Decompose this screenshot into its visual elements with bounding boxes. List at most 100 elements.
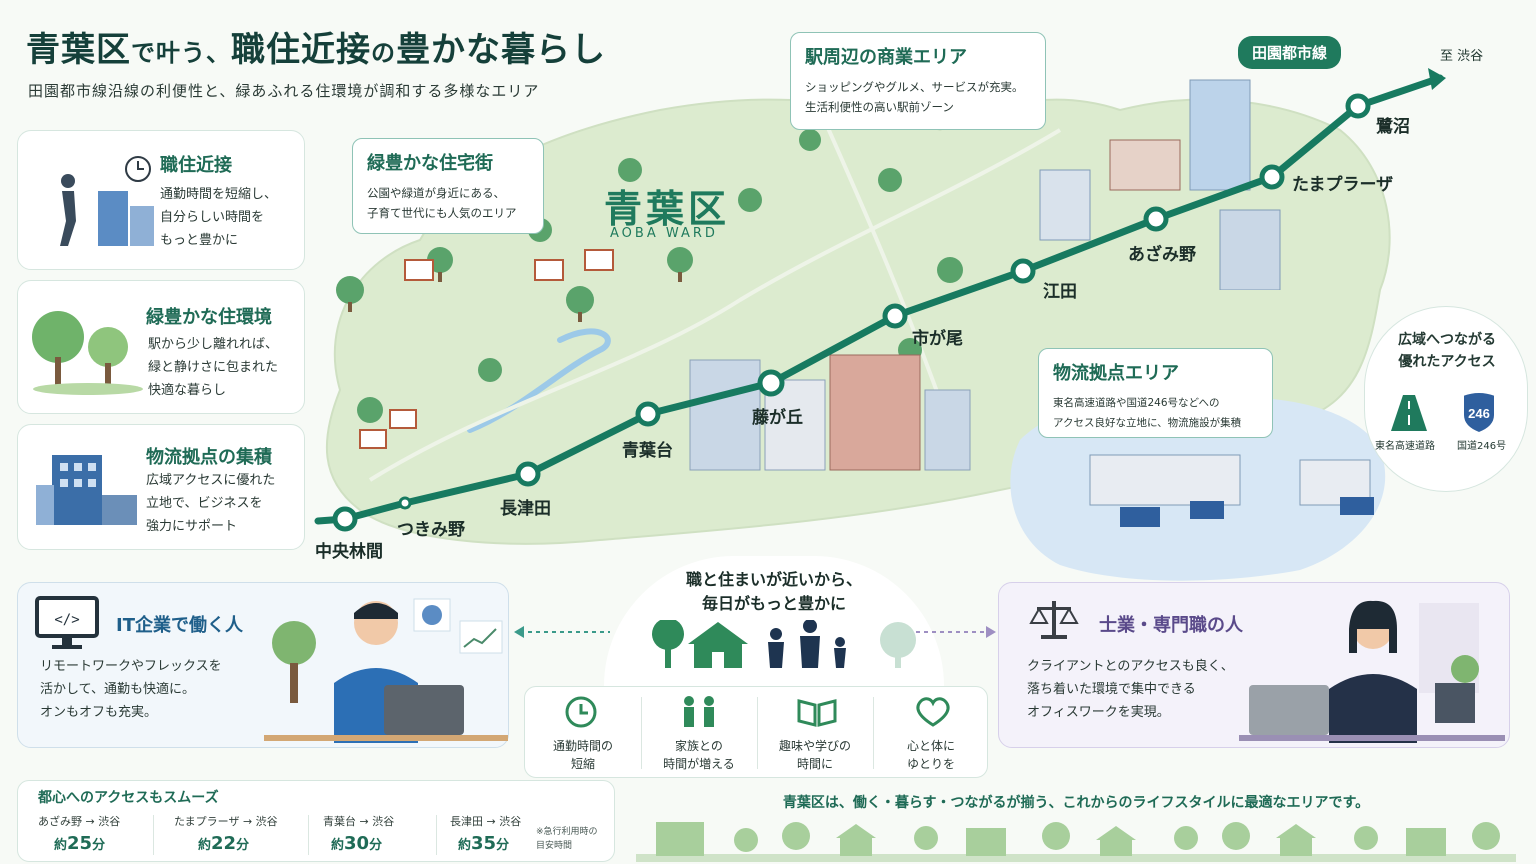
heart-icon xyxy=(916,697,950,727)
benefit-text: 短縮 xyxy=(570,757,595,771)
arrow-icon: → xyxy=(486,815,496,828)
feature-text: 緑と静けさに包まれた xyxy=(148,360,279,375)
feature-text: 立地で、ビジネスを xyxy=(146,496,263,511)
svg-text:246: 246 xyxy=(1468,406,1490,421)
callout-title: 緑豊かな住宅街 xyxy=(367,153,493,174)
station-marker xyxy=(1010,258,1036,284)
headline-line: 職と住まいが近いから、 xyxy=(685,570,862,589)
benefits-panel: 通勤時間の短縮 家族との時間が増える 趣味や学びの時間に 心と体にゆとりを xyxy=(524,686,988,778)
commute-minutes: 22 xyxy=(211,833,237,854)
callout-title: 物流拠点エリア xyxy=(1053,363,1179,384)
office-building-icon xyxy=(36,455,137,525)
arrow-icon: → xyxy=(85,815,95,828)
commute-minutes: 35 xyxy=(471,833,497,854)
trend-chart-icon xyxy=(463,628,497,648)
family-icon xyxy=(768,620,846,668)
callout-logistics: 物流拠点エリア 東名高速道路や国道246号などへの アクセス良好な立地に、物流施… xyxy=(1038,348,1273,438)
clock-icon xyxy=(565,696,597,728)
note-text: 目安時間 xyxy=(536,841,573,851)
tree-icon xyxy=(880,622,916,658)
commute-from: あざみ野 xyxy=(38,815,82,828)
feature-text: 広域アクセスに優れた xyxy=(146,473,276,488)
book-icon xyxy=(797,699,837,727)
station-marker xyxy=(1345,93,1371,119)
commute-cell: あざみ野 → 渋谷 約25分 xyxy=(38,813,158,854)
commute-cell: たまプラーザ → 渋谷 約22分 xyxy=(174,813,304,854)
persona-text: 活かして、通勤も快適に。 xyxy=(40,682,195,697)
feature-title: 緑豊かな住環境 xyxy=(146,307,272,328)
house-icon xyxy=(688,622,748,644)
feature-text: 通勤時間を短縮し、 xyxy=(160,187,278,202)
arrow-right-icon xyxy=(986,626,996,638)
title-keyword: 職住近接 xyxy=(231,30,371,70)
direction-arrow-icon xyxy=(1428,68,1446,90)
tree-cluster xyxy=(336,129,963,449)
note-text: ※急行利用時の xyxy=(536,827,598,837)
commute-panel: 都心へのアクセスもスムーズ あざみ野 → 渋谷 約25分 たまプラーザ → 渋谷… xyxy=(17,780,615,862)
arrow-icon: → xyxy=(242,815,253,828)
feature-card-work-life: 職住近接 通勤時間を短縮し、 自分らしい時間を もっと豊かに xyxy=(17,130,305,270)
code-monitor-icon: </> xyxy=(35,596,99,649)
callout-text: ショッピングやグルメ、サービスが充実。 xyxy=(805,80,1024,94)
station-label-tsukimino: つきみ野 xyxy=(397,520,465,540)
persona-text: リモートワークやフレックスを xyxy=(40,659,222,674)
commute-cell: 青葉台 → 渋谷 約30分 xyxy=(323,813,433,854)
footer-tagline: 青葉区は、働く・暮らす・つながるが揃う、これからのライフスタイルに最適なエリアで… xyxy=(782,795,1370,811)
professional-worker-illustration xyxy=(1239,600,1505,743)
pie-chart-icon xyxy=(422,605,442,625)
commute-from: たまプラーザ xyxy=(174,815,240,828)
commuter-icon xyxy=(60,156,154,246)
arrow-left-icon xyxy=(514,626,524,638)
feature-title: 物流拠点の集積 xyxy=(146,447,272,468)
persona-text: オンもオフも充実。 xyxy=(40,705,158,720)
center-headline: 職と住まいが近いから、 毎日がもっと豊かに xyxy=(604,568,944,616)
benefit-text: 趣味や学びの xyxy=(778,739,851,753)
truck-icon xyxy=(1120,507,1160,527)
house-icon xyxy=(359,249,614,449)
expressway-icon xyxy=(1391,395,1427,431)
benefit-text: 時間に xyxy=(796,757,833,771)
svg-text:</>: </> xyxy=(54,612,79,628)
feature-text: 駅から少し離れれば、 xyxy=(148,337,279,352)
line-badge: 田園都市線 xyxy=(1238,36,1342,69)
commute-to: 渋谷 xyxy=(255,815,278,828)
truck-icon xyxy=(1340,497,1374,515)
benefit-text: ゆとりを xyxy=(906,757,955,771)
feature-text: 強力にサポート xyxy=(146,519,238,534)
persona-title: IT企業で働く人 xyxy=(116,615,243,636)
station-label-azamino: あざみ野 xyxy=(1128,245,1196,265)
callout-text: 子育て世代にも人気のエリア xyxy=(367,206,517,220)
callout-text: 東名高速道路や国道246号などへの xyxy=(1053,397,1220,409)
persona-card-professional: 士業・専門職の人 クライアントとのアクセスも良く、 落ち着いた環境で集中できる … xyxy=(998,582,1510,748)
access-panel: 広域へつながる 優れたアクセス 246 東名高速道路 国道246号 xyxy=(1364,306,1528,492)
ward-name: 青葉区 xyxy=(604,187,731,231)
station-buildings xyxy=(1039,79,1281,290)
station-label-tama-plaza: たまプラーザ xyxy=(1292,175,1394,195)
commercial-buildings xyxy=(689,354,971,471)
callout-title: 駅周辺の商業エリア xyxy=(805,47,967,68)
station-label-chuo-rinkan: 中央林間 xyxy=(315,542,383,562)
persona-card-it: </> IT企業で働く人 リモートワークやフレックスを 活かして、通勤も快適に。… xyxy=(17,582,509,748)
callout-text: 生活利便性の高い駅前ゾーン xyxy=(805,100,954,114)
commute-prefix: 約 xyxy=(198,838,212,853)
scales-icon xyxy=(1029,601,1079,639)
persona-title: 士業・専門職の人 xyxy=(1099,615,1243,636)
station-label-ichigao: 市が尾 xyxy=(912,329,963,349)
commute-to: 渋谷 xyxy=(98,815,121,828)
feature-title: 職住近接 xyxy=(160,155,232,176)
station-marker xyxy=(1143,206,1169,232)
station-marker xyxy=(882,303,908,329)
it-worker-illustration xyxy=(264,598,508,743)
family-home-illustration xyxy=(514,620,996,668)
logistics-warehouses xyxy=(1089,454,1374,527)
trees-icon xyxy=(32,311,143,395)
access-title: 広域へつながる xyxy=(1398,332,1496,348)
callout-commercial: 駅周辺の商業エリア ショッピングやグルメ、サービスが充実。 生活利便性の高い駅前… xyxy=(790,32,1046,130)
commute-cell: 長津田 → 渋谷 約35分 xyxy=(450,813,550,854)
commute-unit: 分 xyxy=(496,838,510,853)
commute-unit: 分 xyxy=(236,838,250,853)
commute-prefix: 約 xyxy=(54,838,68,853)
laptop-icon xyxy=(1249,685,1329,735)
commute-prefix: 約 xyxy=(458,838,472,853)
tree-icon xyxy=(734,828,758,852)
